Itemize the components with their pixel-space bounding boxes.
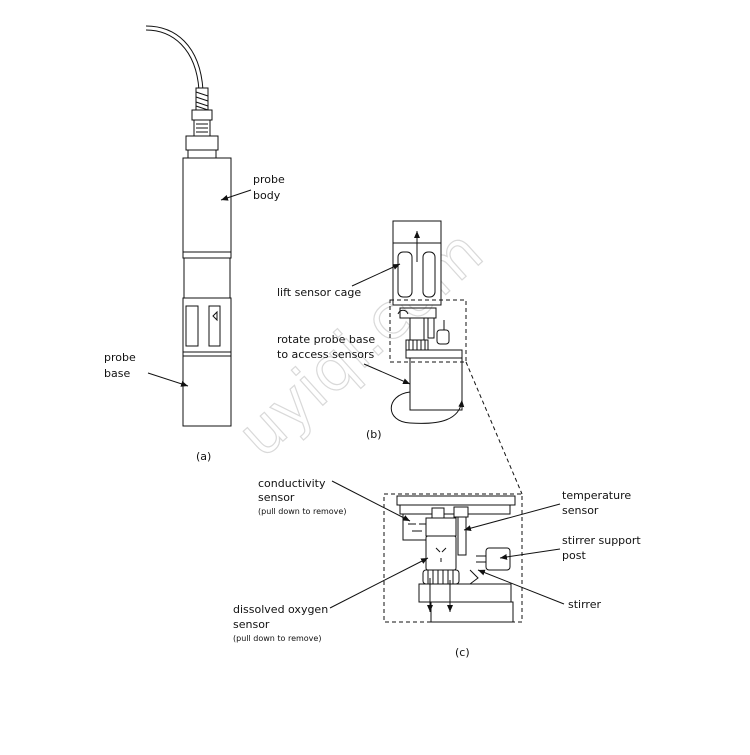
probe-body-label-2: body bbox=[253, 189, 281, 202]
strain-relief-icon bbox=[191, 87, 213, 137]
temperature-leader bbox=[463, 503, 561, 532]
lift-sensor-cage-label: lift sensor cage bbox=[277, 286, 361, 299]
rotate-label-2: to access sensors bbox=[277, 348, 375, 361]
probe-base-label-1: probe bbox=[104, 351, 136, 364]
do-leader bbox=[329, 557, 429, 609]
stirrer-blade bbox=[469, 569, 479, 585]
zoom-connector bbox=[465, 361, 523, 495]
do-label-1: dissolved oxygen bbox=[233, 603, 328, 616]
stirrer-leader bbox=[477, 569, 565, 605]
panel-c-label: (c) bbox=[455, 646, 470, 659]
probe-full-drawing bbox=[145, 25, 232, 427]
temperature-sensor bbox=[457, 516, 467, 556]
do-note: (pull down to remove) bbox=[233, 634, 321, 643]
conductivity-leader bbox=[331, 480, 411, 522]
temperature-label-1: temperature bbox=[562, 489, 631, 502]
zoom-box-b bbox=[389, 299, 467, 363]
stirrer-post-label-2: post bbox=[562, 549, 586, 562]
rotate-leader bbox=[363, 363, 411, 385]
probe-body-label-1: probe bbox=[253, 173, 285, 186]
stirrer-post-leader bbox=[499, 548, 561, 560]
rotate-label-1: rotate probe base bbox=[277, 333, 375, 346]
sensor-closeup-drawing bbox=[396, 495, 516, 623]
stirrer-support-post bbox=[485, 547, 511, 571]
stirrer-post-label-1: stirrer support bbox=[562, 534, 641, 547]
panel-a-label: (a) bbox=[196, 450, 211, 463]
panel-b-label: (b) bbox=[366, 428, 382, 441]
probe-base-leader bbox=[147, 372, 189, 387]
probe-body-leader bbox=[220, 189, 252, 201]
probe-lifted-drawing bbox=[390, 220, 465, 424]
do-label-2: sensor bbox=[233, 618, 270, 631]
probe-base-label-2: base bbox=[104, 367, 130, 380]
conductivity-label-1: conductivity bbox=[258, 477, 326, 490]
dissolved-oxygen-sensor bbox=[425, 535, 457, 571]
probe-base bbox=[182, 355, 232, 427]
conductivity-label-2: sensor bbox=[258, 491, 295, 504]
probe-body bbox=[182, 157, 232, 259]
stirrer-label: stirrer bbox=[568, 598, 601, 611]
lift-sensor-cage-leader bbox=[351, 263, 401, 287]
lifted-probe-base bbox=[409, 357, 463, 411]
rotate-arrow bbox=[390, 391, 465, 424]
probe-connector bbox=[185, 135, 219, 151]
cable bbox=[145, 25, 204, 91]
conductivity-note: (pull down to remove) bbox=[258, 507, 346, 516]
temperature-label-2: sensor bbox=[562, 504, 599, 517]
